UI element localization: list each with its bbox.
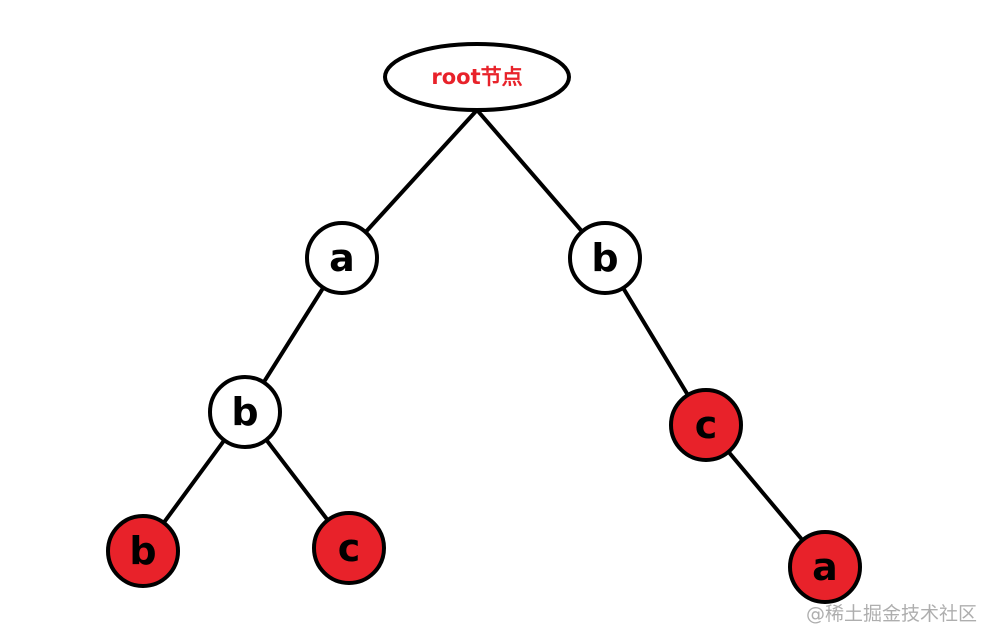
root-node-label: root节点 (431, 65, 522, 89)
watermark: @稀土掘金技术社区 (805, 603, 977, 625)
tree-node-b2: b (208, 375, 282, 449)
tree-node-circle (669, 388, 743, 462)
tree-node-label: b (591, 236, 618, 280)
tree-node-label: b (231, 390, 258, 434)
tree-node-circle (568, 221, 642, 295)
root-node: root节点 (383, 42, 571, 112)
tree-node-a2: a (788, 530, 862, 604)
tree-node-label: c (695, 403, 718, 447)
tree-node-label: a (812, 545, 838, 589)
tree-node-a1: a (305, 221, 379, 295)
root-node-ellipse (383, 42, 571, 112)
edges-layer (141, 108, 827, 569)
tree-node-circle (305, 221, 379, 295)
tree-node-b3: b (106, 514, 180, 588)
tree-node-c2: c (312, 511, 386, 585)
tree-node-circle (208, 375, 282, 449)
tree-node-label: c (338, 526, 361, 570)
tree-node-circle (312, 511, 386, 585)
nodes-layer: a b b c b c a (106, 221, 862, 604)
tree-node-label: a (329, 236, 355, 280)
tree-node-circle (106, 514, 180, 588)
tree-node-label: b (129, 529, 156, 573)
tree-node-c1: c (669, 388, 743, 462)
tree-node-b1: b (568, 221, 642, 295)
tree-node-circle (788, 530, 862, 604)
